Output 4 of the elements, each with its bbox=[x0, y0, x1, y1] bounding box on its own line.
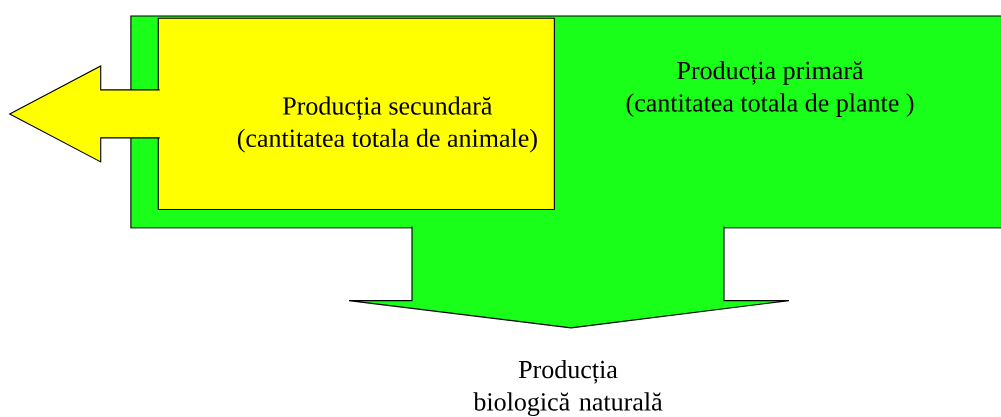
block-arrow bbox=[348, 226, 790, 329]
block-arrow bbox=[8, 65, 161, 163]
process-box: Producția secundară (cantitatea totala de animale) bbox=[157, 17, 555, 211]
output-label: Producția biologică naturală bbox=[473, 360, 663, 416]
